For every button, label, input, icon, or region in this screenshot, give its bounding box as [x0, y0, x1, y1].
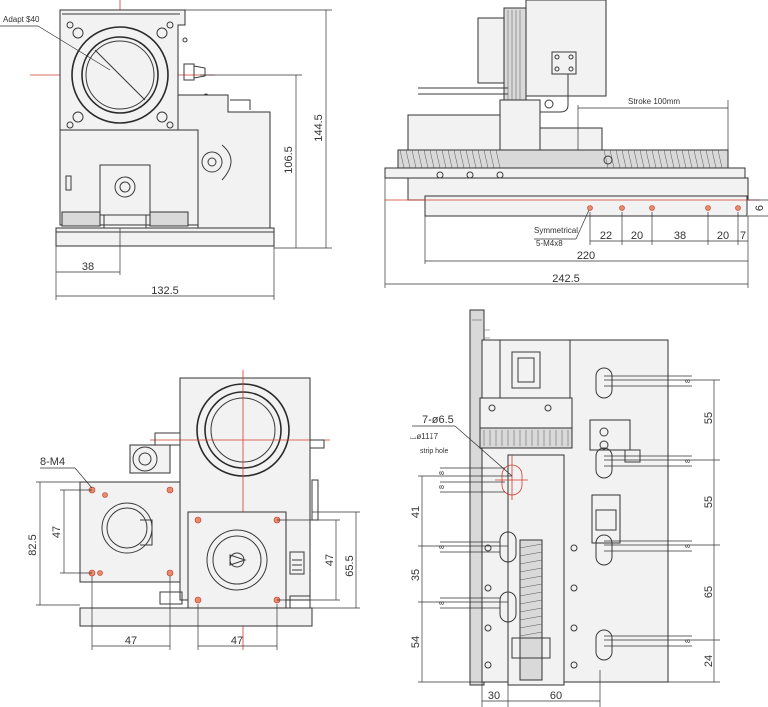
front-view: Adapt $40 144.5 106.5 38 132.5 [0, 0, 332, 300]
dim-220: 220 [577, 250, 595, 262]
dim-47-v: 47 [51, 526, 63, 538]
m4-label: 8-M4 [40, 456, 65, 468]
dim-24: 24 [703, 655, 715, 667]
dim-47-b: 47 [231, 635, 243, 647]
screw-thread [399, 149, 723, 169]
dim-8-g: 8 [439, 601, 446, 605]
symmetrical-label: Symmetrical [534, 226, 578, 235]
dim-8-a: 8 [685, 379, 692, 383]
dim-65: 65 [703, 586, 715, 598]
dim-6: 6 [754, 205, 766, 211]
dim-47-a: 47 [125, 635, 137, 647]
dim-144-5: 144.5 [313, 114, 325, 142]
dim-55-a: 55 [703, 412, 715, 424]
dim-8-b: 8 [685, 459, 692, 463]
dim-41: 41 [410, 506, 422, 518]
dim-8-e: 8 [439, 485, 446, 489]
dim-65-5: 65.5 [344, 555, 356, 576]
dim-20b: 20 [717, 230, 729, 242]
holes-label: 7-ø6.5 [422, 414, 454, 426]
strip-label: strip hole [420, 448, 449, 455]
dim-55-b: 55 [703, 496, 715, 508]
rear-view: 8-M4 82.5 47 47 65.5 47 47 [27, 370, 360, 650]
dim-35: 35 [410, 569, 422, 581]
dim-8-c: 8 [685, 544, 692, 548]
dim-38b: 38 [674, 230, 686, 242]
dim-8-f: 8 [439, 545, 446, 549]
dim-54: 54 [410, 636, 422, 648]
dim-132-5: 132.5 [151, 285, 179, 297]
top-view: 7-ø6.5 ⌴ø11↧7 strip hole 55 55 65 24 8 8… [410, 309, 720, 707]
dim-30: 30 [488, 690, 500, 702]
stroke-label: Stroke 100mm [628, 97, 680, 106]
dim-7: 7 [740, 230, 746, 242]
dim-47-r: 47 [324, 554, 336, 566]
side-view: Stroke 100mm Symmetrical 5-M4x8 6 22 20 … [384, 0, 768, 288]
counterbore-label: ⌴ø11↧7 [410, 432, 439, 441]
dim-22: 22 [600, 230, 612, 242]
dim-38: 38 [82, 261, 94, 273]
dim-8-h: 8 [439, 471, 446, 475]
dim-82-5: 82.5 [27, 534, 39, 555]
dim-20a: 20 [631, 230, 643, 242]
dim-60: 60 [550, 690, 562, 702]
dim-8-d: 8 [685, 639, 692, 643]
dim-242-5: 242.5 [552, 273, 580, 285]
adapt-label: Adapt $40 [3, 15, 40, 24]
dim-106-5: 106.5 [283, 146, 295, 174]
m4x8-label: 5-M4x8 [536, 239, 563, 248]
